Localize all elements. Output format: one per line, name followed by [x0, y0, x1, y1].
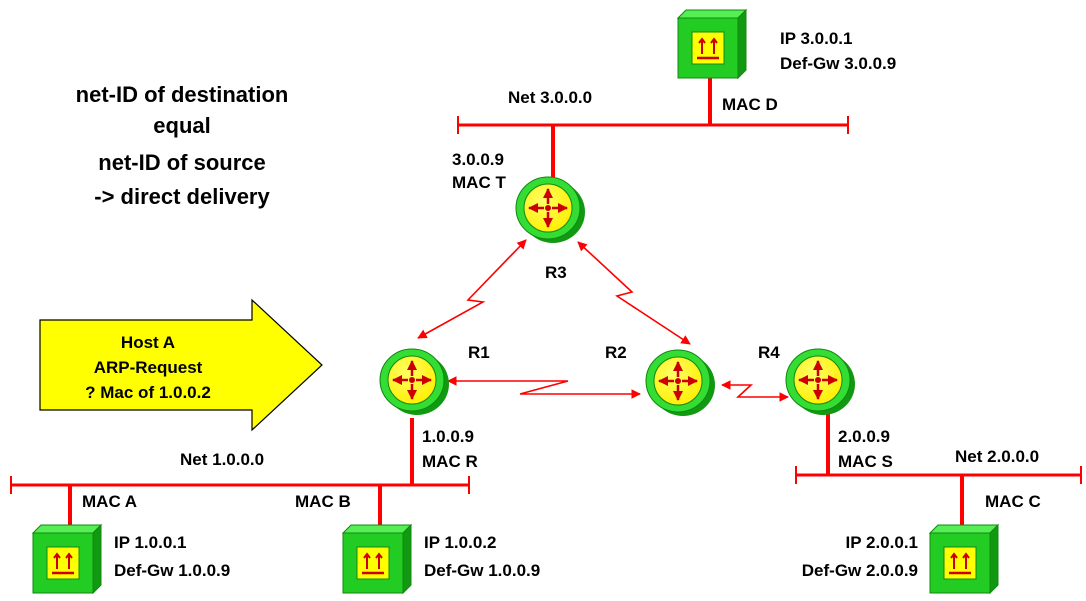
title-line-1: net-ID of destination [76, 82, 289, 107]
host-a [31, 523, 103, 595]
host-d-gw: Def-Gw 3.0.0.9 [780, 54, 896, 73]
router-r1-name: R1 [468, 343, 490, 362]
host-c-gw: Def-Gw 2.0.0.9 [802, 561, 918, 580]
link-r1-r2 [447, 376, 641, 399]
link-r3-r2 [577, 241, 691, 345]
router-r4 [786, 349, 855, 415]
host-c-ip: IP 2.0.0.1 [846, 533, 918, 552]
link-r2-r4 [721, 380, 789, 402]
net1-segment [10, 418, 470, 530]
host-d [676, 8, 748, 80]
router-r1-ip: 1.0.0.9 [422, 427, 474, 446]
router-r1 [380, 349, 449, 415]
host-a-mac: MAC A [82, 492, 137, 511]
router-r4-name: R4 [758, 343, 780, 362]
wan-links [417, 239, 789, 402]
host-c [928, 523, 1000, 595]
host-a-gw: Def-Gw 1.0.0.9 [114, 561, 230, 580]
callout-arrow-shape [39, 298, 323, 432]
link-r3-r1 [417, 239, 527, 339]
router-r3-ip: 3.0.0.9 [452, 150, 504, 169]
router-r3-name: R3 [545, 263, 567, 282]
net3-label: Net 3.0.0.0 [508, 88, 592, 107]
router-r4-ip: 2.0.0.9 [838, 427, 890, 446]
callout-line-3: ? Mac of 1.0.0.2 [85, 383, 211, 402]
router-r4-mac: MAC S [838, 452, 893, 471]
router-r3-mac: MAC T [452, 173, 506, 192]
net1-label: Net 1.0.0.0 [180, 450, 264, 469]
title-line-2: equal [153, 113, 210, 138]
host-b-ip: IP 1.0.0.2 [424, 533, 496, 552]
net2-label: Net 2.0.0.0 [955, 447, 1039, 466]
callout-line-2: ARP-Request [94, 358, 203, 377]
arp-request-callout: Host A ARP-Request ? Mac of 1.0.0.2 [39, 298, 323, 432]
title-line-3: net-ID of source [98, 150, 265, 175]
router-r2-name: R2 [605, 343, 627, 362]
router-r3 [516, 177, 585, 243]
callout-line-1: Host A [121, 333, 175, 352]
host-a-ip: IP 1.0.0.1 [114, 533, 186, 552]
host-d-ip: IP 3.0.0.1 [780, 29, 852, 48]
router-r1-mac: MAC R [422, 452, 478, 471]
host-d-mac: MAC D [722, 95, 778, 114]
title-line-4: -> direct delivery [94, 184, 270, 209]
host-b [341, 523, 413, 595]
net3-segment [457, 76, 849, 178]
host-c-mac: MAC C [985, 492, 1041, 511]
host-b-mac: MAC B [295, 492, 351, 511]
host-b-gw: Def-Gw 1.0.0.9 [424, 561, 540, 580]
title-block: net-ID of destination equal net-ID of so… [76, 82, 289, 209]
net2-segment [795, 410, 1082, 530]
router-r2 [646, 350, 715, 416]
